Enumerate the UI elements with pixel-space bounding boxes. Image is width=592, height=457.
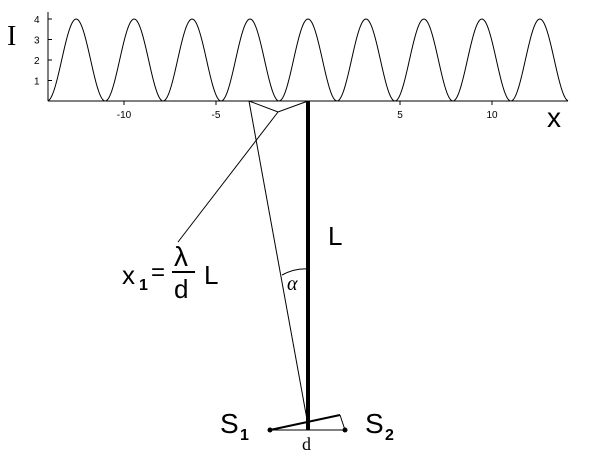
source-1-dot bbox=[267, 427, 273, 433]
y-tick-label: 3 bbox=[34, 36, 40, 47]
source-2-label: S bbox=[365, 408, 384, 439]
y-ticks: 1 2 3 4 bbox=[34, 15, 52, 88]
x-tick-label: -5 bbox=[212, 110, 221, 121]
formula: x 1 = λ d L bbox=[122, 241, 218, 304]
intensity-curve bbox=[47, 18, 569, 102]
x-tick-label: 5 bbox=[397, 110, 403, 121]
angle-label: α bbox=[287, 273, 298, 295]
source-2-dot bbox=[342, 427, 348, 433]
y-tick-label: 4 bbox=[34, 15, 40, 26]
ray-to-first-maximum bbox=[248, 100, 309, 426]
length-label: L bbox=[328, 221, 342, 251]
formula-equals: = bbox=[151, 259, 165, 286]
x-tick-label: -10 bbox=[117, 110, 132, 121]
x-tick-label: 10 bbox=[486, 110, 498, 121]
formula-lhs: x bbox=[122, 260, 135, 290]
formula-factor: L bbox=[204, 260, 218, 290]
y-axis-label: I bbox=[7, 21, 16, 52]
y-tick-label: 2 bbox=[34, 56, 40, 67]
source-2-subscript: 2 bbox=[385, 427, 394, 444]
y-tick-label: 1 bbox=[34, 77, 40, 88]
first-maximum-pointer bbox=[248, 100, 309, 113]
formula-leader-line bbox=[177, 111, 279, 243]
formula-denominator: d bbox=[174, 274, 188, 304]
source-1-label: S bbox=[220, 408, 239, 439]
source-1-subscript: 1 bbox=[240, 427, 249, 444]
separation-label: d bbox=[302, 434, 311, 454]
path-difference-marker bbox=[339, 414, 346, 431]
formula-lhs-subscript: 1 bbox=[139, 277, 148, 294]
x-ticks: -10 -5 5 10 bbox=[117, 101, 498, 121]
angle-arc bbox=[281, 268, 309, 276]
x-axis-label: x bbox=[547, 102, 561, 133]
formula-numerator: λ bbox=[174, 241, 188, 272]
path-difference-line bbox=[269, 414, 341, 431]
